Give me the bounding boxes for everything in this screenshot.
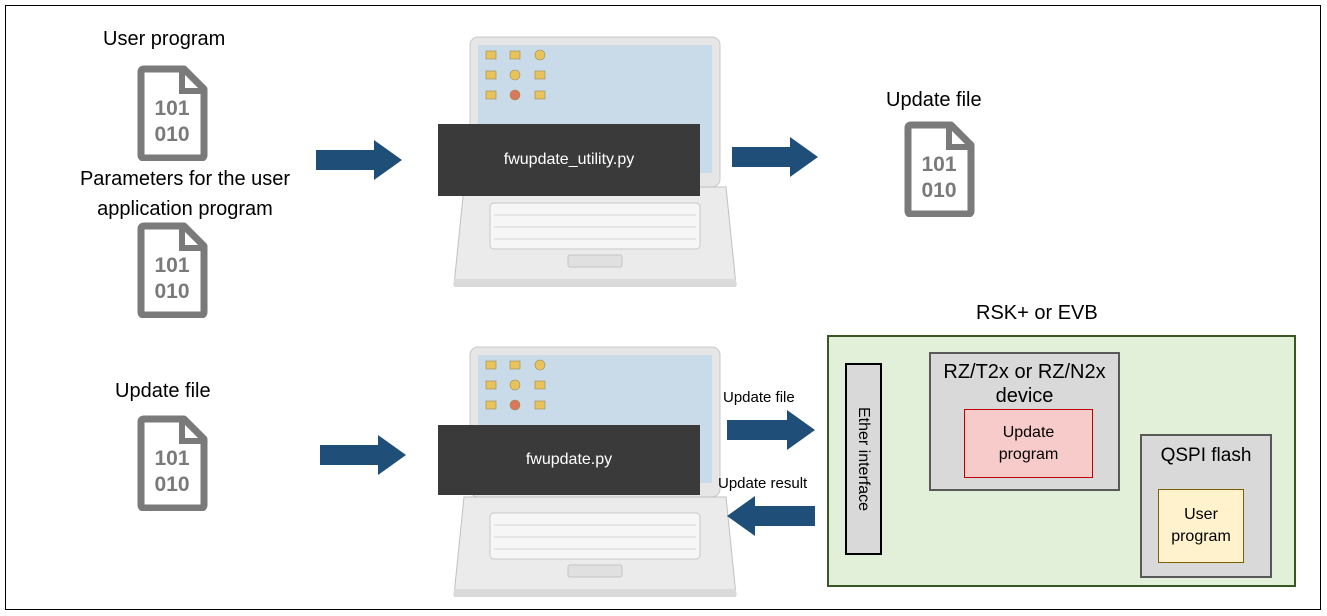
binary-file-icon [136,222,208,318]
binary-file-icon [136,65,208,161]
update-file-input-label: Update file [115,380,211,402]
arrow-left-icon [727,496,815,536]
utility-script-box: fwupdate_utility.py [438,124,700,196]
send-update-file-label: Update file [723,389,795,406]
params-label-line2: application program [97,198,273,220]
ether-interface-box: Ether interface [845,363,882,555]
ether-interface-label: Ether interface [855,406,873,512]
user-program-box: User program [1158,489,1244,563]
params-label: Parameters for the user application prog… [50,164,320,224]
device-label-line1: RZ/T2x or RZ/N2x [943,361,1106,383]
diagram-frame [5,5,1321,610]
board-title: RSK+ or EVB [976,302,1098,324]
update-program-line1: Update [1002,423,1055,441]
user-program-label: User program [103,28,226,50]
update-file-output-label: Update file [886,89,982,111]
fwupdate-script-box: fwupdate.py [438,425,700,495]
arrow-right-icon [320,435,406,475]
update-program-line2: program [998,445,1059,463]
update-program-box: Update program [964,409,1093,478]
binary-file-icon [903,121,975,217]
binary-file-icon [136,415,208,511]
arrow-right-icon [727,410,815,450]
user-program-line2: program [1171,528,1231,545]
params-label-line1: Parameters for the user [79,168,291,190]
arrow-right-icon [316,140,402,180]
arrow-right-icon [732,137,818,177]
user-program-line1: User [1184,506,1218,523]
update-result-label: Update result [718,475,808,492]
qspi-flash-label: QSPI flash [1160,445,1252,466]
device-label-line2: device [995,385,1054,407]
